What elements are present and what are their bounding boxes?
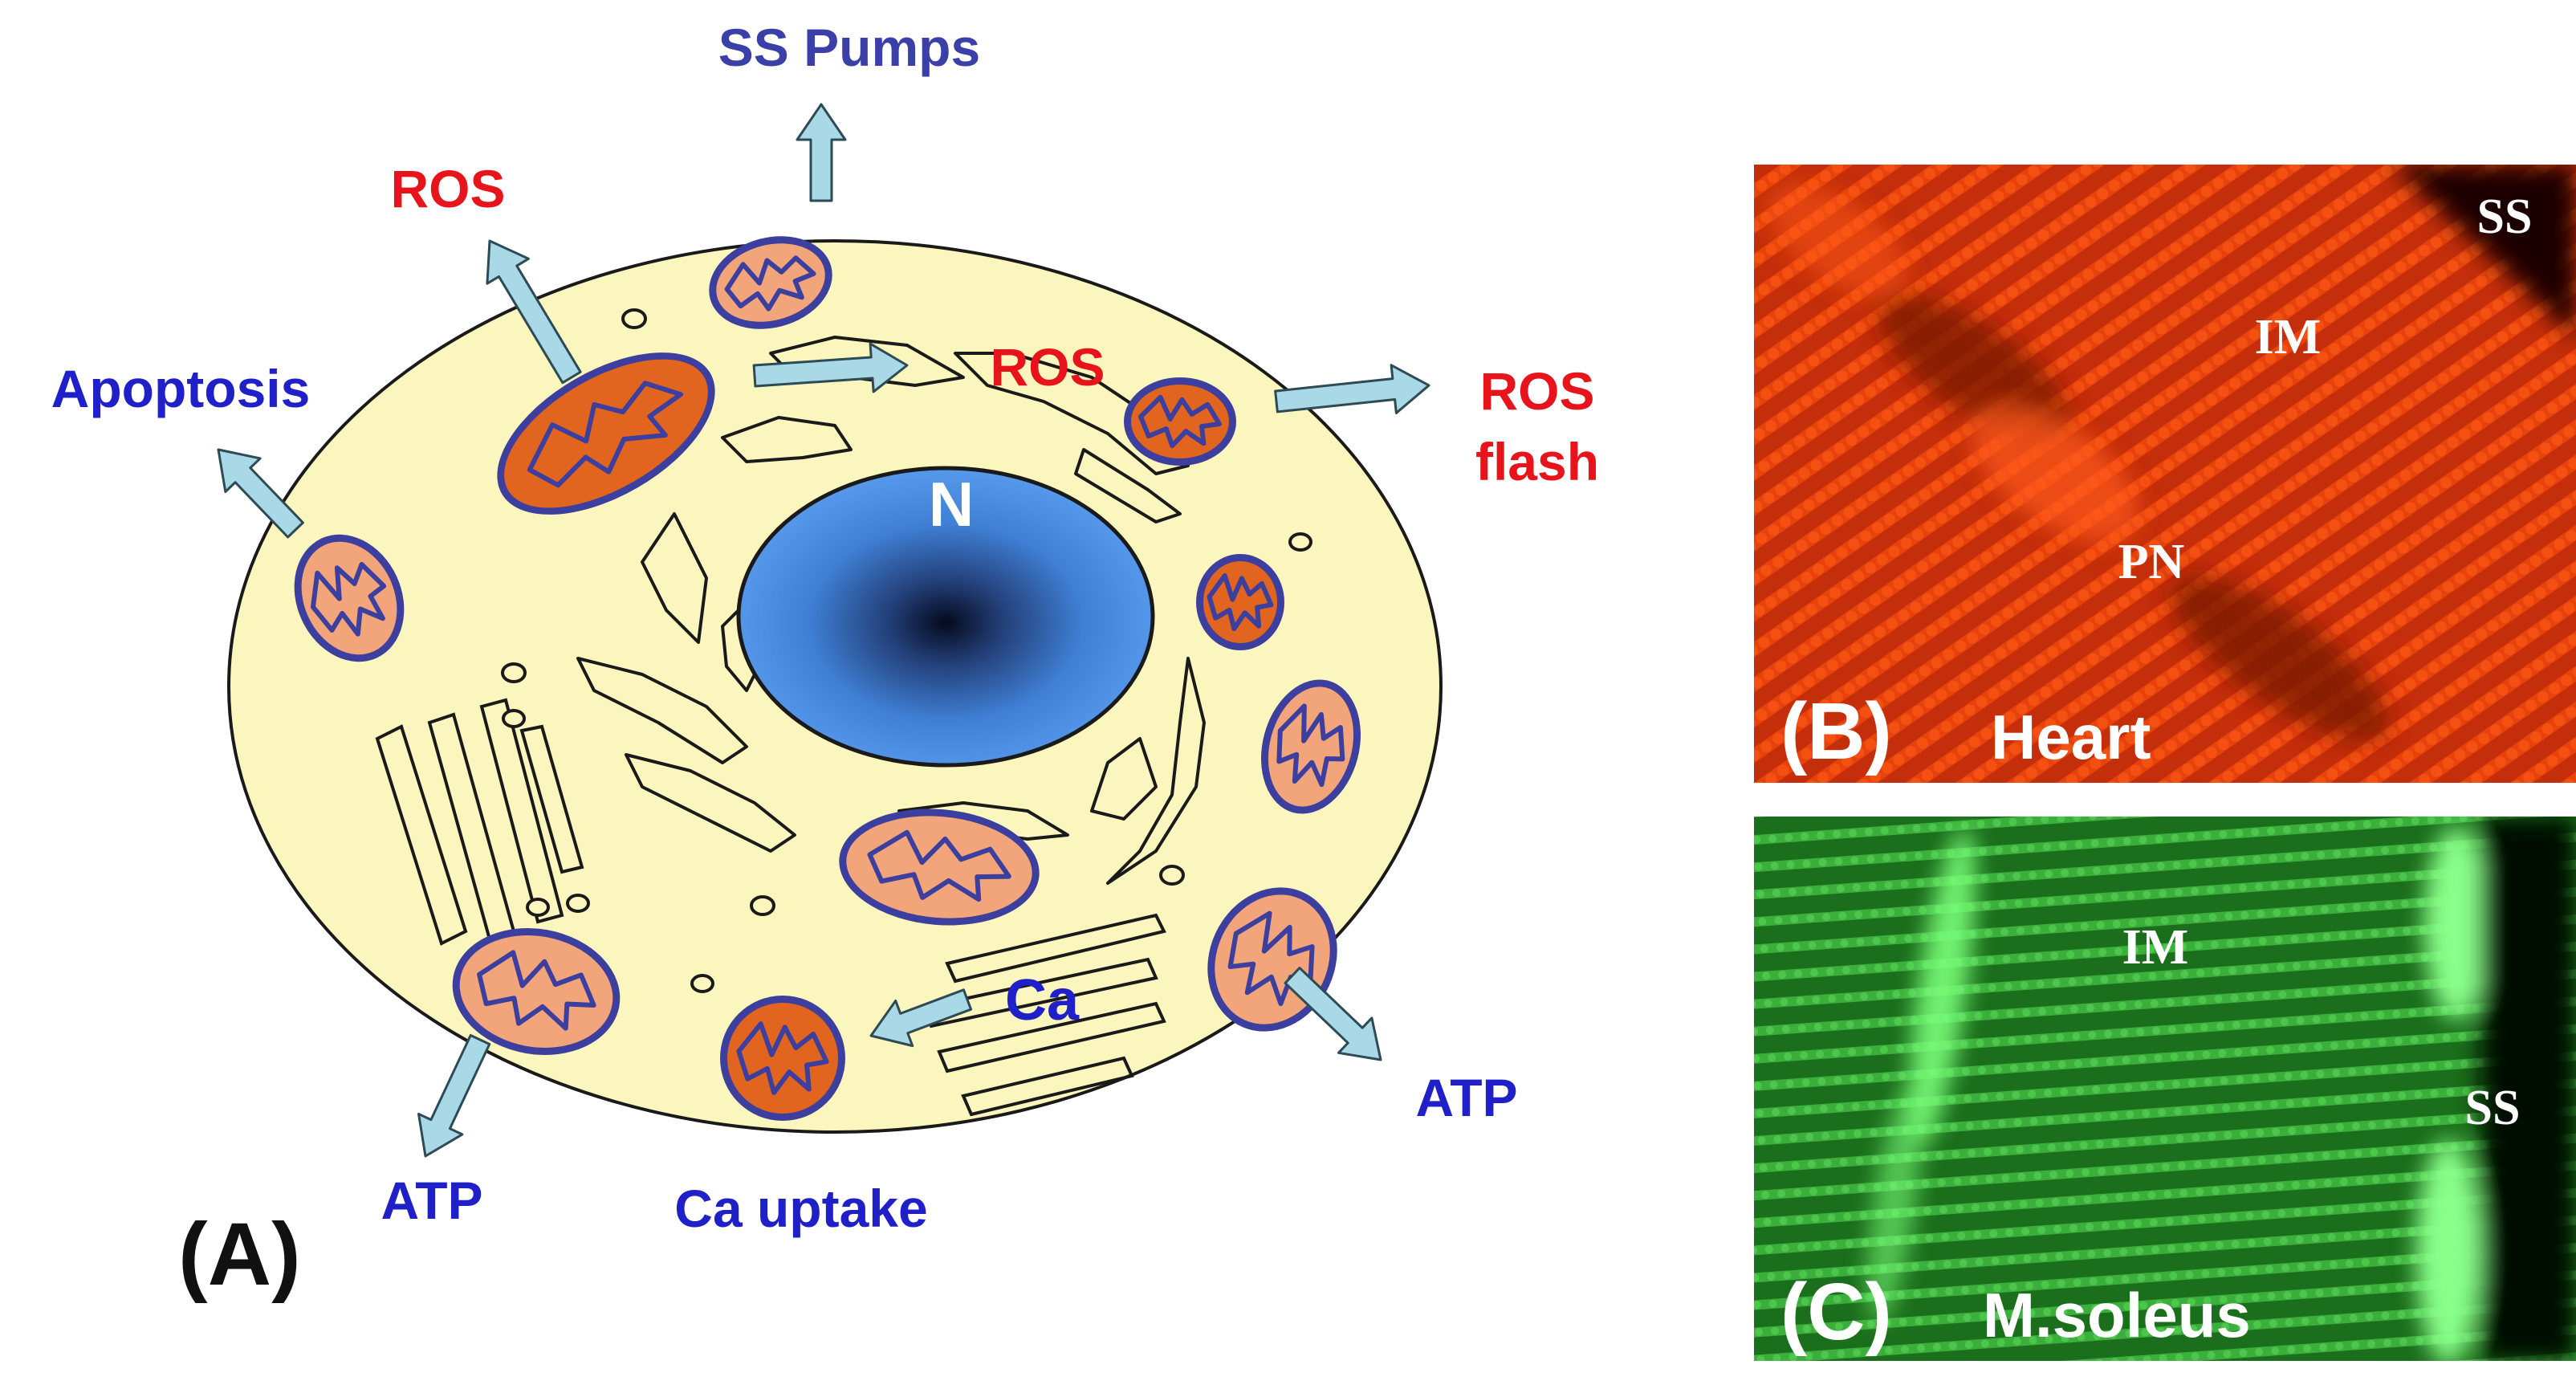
flow-arrow — [869, 988, 973, 1048]
mitochondrion — [497, 352, 715, 515]
label-atp-right: ATP — [1415, 1068, 1517, 1127]
soleus-image-bright-bands — [1867, 817, 2576, 1361]
heart-label-im: IM — [2255, 310, 2322, 365]
heart-label-pn: PN — [2118, 535, 2185, 589]
soleus-tissue-label: M.soleus — [1983, 1280, 2251, 1350]
mitochondrion — [720, 996, 845, 1121]
label-ca: Ca — [1005, 968, 1080, 1033]
mitochondrion — [1196, 554, 1284, 650]
soleus-label-ss: SS — [2465, 1081, 2521, 1135]
label-ss-pumps: SS Pumps — [718, 18, 980, 77]
flow-arrow — [796, 103, 847, 202]
panel-c-label: (C) — [1780, 1267, 1892, 1357]
flow-arrow — [1274, 364, 1430, 414]
mitochondria — [294, 236, 1361, 1121]
label-ros-flash-line2: flash — [1475, 432, 1599, 491]
nucleus-label: N — [929, 469, 974, 540]
golgi-stack-right — [921, 913, 1166, 1117]
label-ros-flash-line1: ROS — [1479, 361, 1594, 421]
flow-arrow — [752, 342, 909, 393]
panel-a: N SS Pumps ROS ROS ROS flash Apoptosis A… — [51, 18, 1599, 1304]
arrows — [217, 103, 1430, 1158]
mitochondrion — [709, 236, 832, 329]
label-ros-middle: ROS — [990, 337, 1105, 397]
mitochondrion — [1261, 679, 1361, 814]
mitochondrion — [839, 809, 1040, 926]
soleus-label-im: IM — [2122, 920, 2189, 975]
flow-arrow — [1284, 967, 1382, 1061]
heart-image-nuclei — [1768, 165, 2576, 741]
label-atp-left: ATP — [380, 1171, 482, 1230]
panel-b-label: (B) — [1780, 686, 1892, 776]
flow-arrow — [486, 239, 582, 385]
nucleus — [736, 466, 1155, 768]
panel-c: IM SS (C) M.soleus — [1754, 817, 2576, 1361]
label-apoptosis: Apoptosis — [51, 359, 311, 418]
heart-tissue-label: Heart — [1991, 702, 2151, 772]
label-ca-uptake: Ca uptake — [674, 1179, 927, 1238]
flow-arrow — [417, 1033, 491, 1158]
mitochondrion — [1124, 377, 1236, 466]
mitochondrion — [294, 534, 405, 662]
label-ros-top: ROS — [390, 159, 505, 218]
panel-a-label: (A) — [178, 1205, 301, 1304]
flow-arrow — [217, 448, 304, 539]
vesicles — [501, 308, 1312, 993]
heart-label-ss: SS — [2477, 189, 2533, 244]
panel-b: SS IM PN (B) Heart — [1754, 165, 2576, 783]
mitochondrion — [452, 928, 621, 1055]
